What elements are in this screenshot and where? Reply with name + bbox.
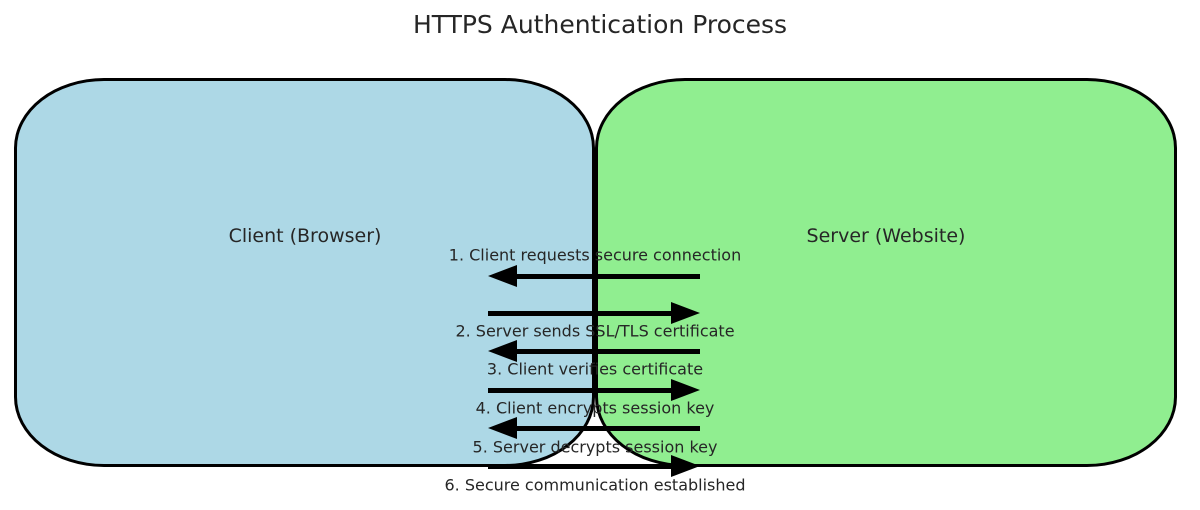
step-label-5: 5. Server decrypts session key (472, 437, 718, 457)
arrow-left-icon (488, 265, 700, 287)
client-node-label: Client (Browser) (228, 225, 382, 247)
arrow-shaft (504, 425, 700, 431)
arrow-shaft (504, 273, 700, 279)
arrow-head (671, 302, 700, 324)
step-label-3: 3. Client verifies certificate (486, 359, 704, 379)
step-label-6: 6. Secure communication established (444, 475, 746, 495)
arrow-head (671, 379, 700, 401)
arrow-shaft (488, 387, 684, 393)
arrow-right-icon (488, 302, 700, 324)
arrow-left-icon (488, 340, 700, 362)
arrow-shaft (488, 463, 684, 469)
step-label-2: 2. Server sends SSL/TLS certificate (455, 321, 735, 341)
arrow-right-icon (488, 379, 700, 401)
arrow-shaft (504, 348, 700, 354)
arrow-right-icon (488, 455, 700, 477)
arrow-head (488, 340, 517, 362)
arrow-head (671, 455, 700, 477)
step-label-4: 4. Client encrypts session key (475, 398, 715, 418)
diagram-title: HTTPS Authentication Process (412, 10, 788, 39)
server-node (595, 78, 1177, 467)
step-label-1: 1. Client requests secure connection (448, 245, 742, 265)
arrow-shaft (488, 310, 684, 316)
arrow-head (488, 417, 517, 439)
arrow-left-icon (488, 417, 700, 439)
arrow-head (488, 265, 517, 287)
server-node-label: Server (Website) (806, 225, 966, 247)
